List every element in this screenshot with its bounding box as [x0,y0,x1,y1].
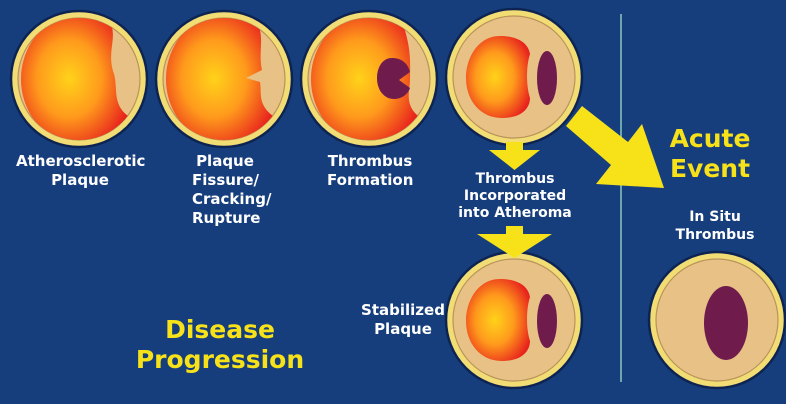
stabilized-plaque-vessel [444,250,584,390]
atherosclerotic-plaque-label: Atherosclerotic Plaque [16,152,146,189]
plaque-core [466,36,530,118]
plaque-rupture-vessel [154,9,294,149]
plaque-core [21,18,128,140]
down-arrow-icon [477,226,552,258]
fissured-plaque-core [166,18,273,140]
in-situ-thrombus-vessel [647,250,786,390]
thrombus-mass [537,294,557,348]
disease-progression-heading: Disease Progression [135,315,305,374]
plaque-core [466,279,530,361]
in-situ-thrombus-label: In Situ Thrombus [675,209,755,243]
down-arrow-icon [489,142,540,170]
thrombus-mass [704,286,748,360]
plaque-rupture-label: Plaque Fissure/ Cracking/ Rupture [192,152,272,227]
thrombus-mass [377,58,410,99]
thrombus-incorporated-label: Thrombus Incorporated into Atheroma [458,171,572,221]
thrombus-formation-vessel [299,9,439,149]
stabilized-plaque-label: Stabilized Plaque [361,301,445,338]
atherosclerotic-plaque-vessel [9,9,149,149]
thrombus-formation-label: Thrombus Formation [327,152,414,189]
diagonal-arrow-icon [566,106,664,188]
plaque-core [311,18,418,140]
acute-event-heading: Acute Event [669,124,751,183]
thrombus-incorporated-vessel [444,7,584,147]
thrombus-mass [537,51,557,105]
